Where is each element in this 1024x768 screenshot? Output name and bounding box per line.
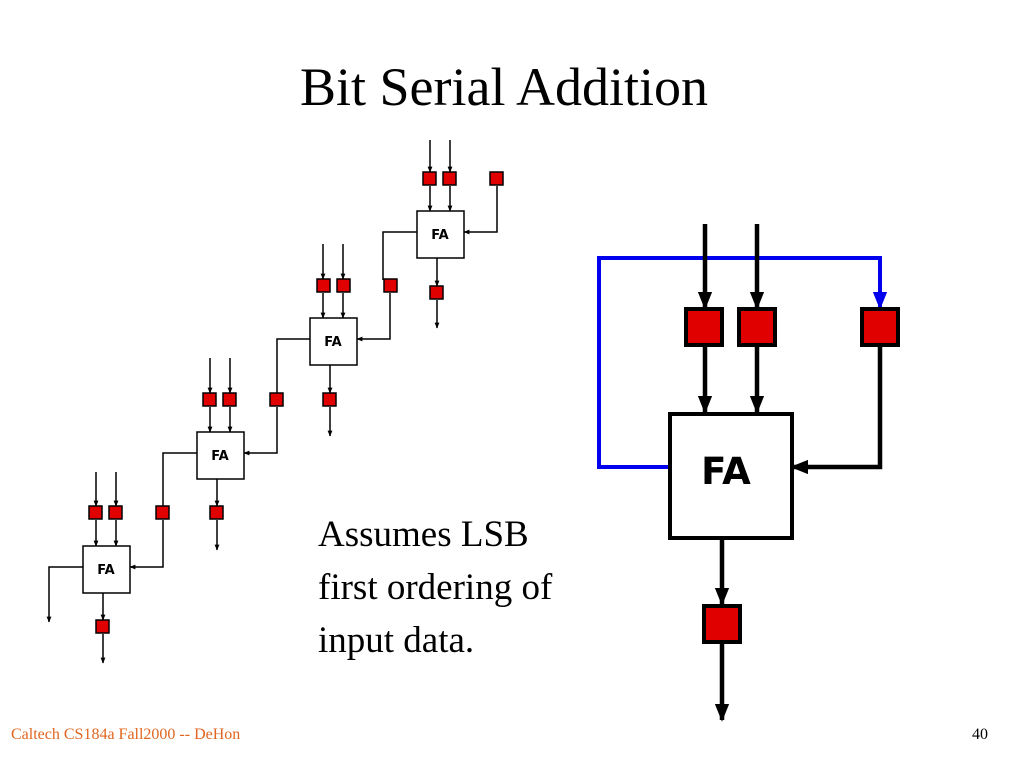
caption-line: Assumes LSB <box>318 514 529 555</box>
unrolled-adder-chain <box>46 140 504 664</box>
register <box>269 392 284 407</box>
carry-feedback-wire <box>597 256 888 469</box>
sum-register <box>702 604 742 644</box>
fa-label: FA <box>431 228 448 243</box>
carry-register <box>860 307 900 347</box>
fa-label: FA <box>324 335 341 350</box>
adder-stage-4 <box>382 140 504 329</box>
register <box>316 278 331 293</box>
register <box>108 505 123 520</box>
serial-full-adder-box <box>668 412 794 540</box>
slide-title: Bit Serial Addition <box>299 57 708 117</box>
page-number: 40 <box>972 726 988 743</box>
full-adder-box <box>309 317 358 366</box>
register <box>336 278 351 293</box>
register <box>422 171 437 186</box>
adder-stage-3 <box>276 244 398 437</box>
serial-adder: FA <box>597 224 900 722</box>
register <box>322 392 337 407</box>
register <box>202 392 217 407</box>
input-b-register <box>737 307 777 347</box>
register <box>222 392 237 407</box>
register <box>489 171 504 186</box>
register <box>155 505 170 520</box>
caption-line: first ordering of <box>318 567 553 608</box>
register <box>88 505 103 520</box>
serial-fa-label: FA <box>701 450 751 493</box>
footer-course-info: Caltech CS184a Fall2000 -- DeHon <box>11 726 241 743</box>
full-adder-box <box>82 545 131 594</box>
register <box>442 171 457 186</box>
full-adder-box <box>416 210 465 259</box>
adder-stage-2 <box>162 358 284 551</box>
fa-label: FA <box>97 563 114 578</box>
register <box>429 285 444 300</box>
full-adder-box <box>196 431 245 480</box>
register <box>209 505 224 520</box>
register <box>383 278 398 293</box>
fa-label: FA <box>211 449 228 464</box>
unrolled-fa-labels: FA FA FA FA <box>97 228 448 578</box>
input-a-register <box>684 307 724 347</box>
register <box>95 619 110 634</box>
adder-stage-1 <box>46 472 170 664</box>
caption-line: input data. <box>318 620 475 661</box>
caption: Assumes LSB first ordering of input data… <box>318 508 648 667</box>
